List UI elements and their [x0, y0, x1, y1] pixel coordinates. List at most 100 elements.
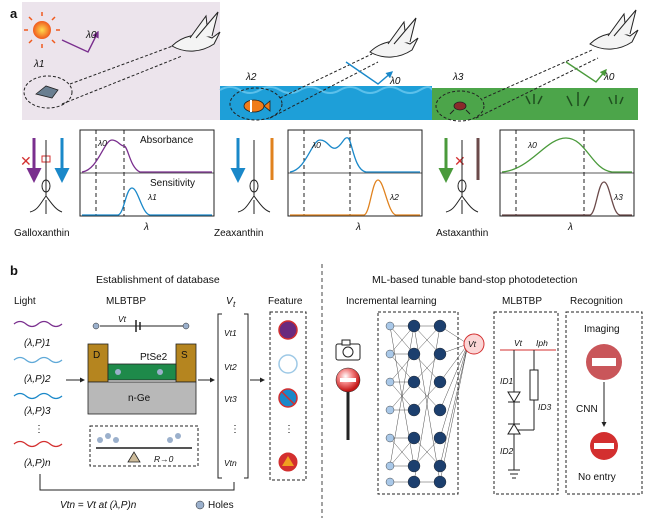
col-device: MLBTBP	[106, 296, 146, 307]
ptse2-label: PtSe2	[140, 352, 168, 363]
circuit-id3: ID3	[538, 402, 552, 412]
sightline-1b	[61, 55, 183, 105]
mlbtbp-title: MLBTBP	[502, 296, 542, 307]
col-light: Light	[14, 296, 36, 307]
wave-blue-light	[13, 356, 63, 364]
no-entry-icon	[590, 432, 618, 460]
lambda0-label-1: λ0	[85, 30, 97, 41]
spectrum-plot-3: λ0 λ3	[499, 129, 635, 217]
target-highlight-3	[435, 90, 485, 122]
lambda0-label-3: λ0	[603, 72, 615, 83]
input-1: (λ,P)1	[24, 338, 51, 349]
holes-icon	[195, 500, 205, 510]
plot2-lambda2: λ2	[389, 192, 399, 202]
output-dots: ⋮	[230, 424, 240, 435]
vt-bracket-left	[217, 313, 222, 479]
device-diagram: Vt D S PtSe2 n-Ge R→0	[87, 314, 199, 467]
plot1-lambda0: λ0	[97, 138, 107, 148]
lambda2-label: λ2	[245, 72, 257, 83]
pigment-zeaxanthin: Zeaxanthin	[214, 228, 263, 239]
grass-background	[432, 88, 638, 120]
feature-box	[269, 311, 307, 481]
bird-icon-3	[589, 9, 639, 50]
feature-2-icon	[278, 354, 298, 374]
wave-red	[13, 440, 63, 448]
circuit-id1: ID1	[500, 376, 514, 386]
stop-sign-icon	[335, 367, 361, 440]
pixelated-no-entry-icon	[586, 344, 622, 380]
cone-cell-2	[230, 138, 274, 214]
lambda1-label: λ1	[33, 59, 44, 70]
bird-icon-1	[171, 11, 221, 52]
panel-a: a λ0 λ1	[10, 2, 639, 239]
sun-icon	[33, 21, 51, 39]
output-n: Vtn	[224, 458, 237, 468]
pigment-astaxanthin: Astaxanthin	[436, 228, 488, 239]
plot1-lambda1: λ1	[147, 192, 157, 202]
feature-n-icon	[278, 452, 298, 472]
feature-3-icon	[278, 388, 298, 408]
pigment-galloxanthin: Galloxanthin	[14, 228, 70, 239]
input-dots: ⋮	[34, 424, 44, 435]
input-n: (λ,P)n	[24, 458, 51, 469]
output-2: Vt2	[224, 362, 237, 372]
drain-label: D	[93, 350, 100, 361]
col-vt: V	[226, 296, 234, 307]
output-3: Vt3	[224, 394, 237, 404]
left-title: Establishment of database	[96, 274, 220, 286]
fish-icon	[243, 99, 271, 113]
wave-blue	[13, 392, 63, 400]
recognition-box	[565, 311, 643, 495]
spectrum-plot-2: λ0 λ2	[287, 129, 423, 217]
nn-hidden-nodes	[407, 319, 447, 489]
target-highlight-2	[229, 87, 283, 121]
lambda-axis-3: λ	[567, 222, 573, 233]
target-highlight-1	[23, 75, 73, 109]
nn-box	[377, 311, 459, 495]
circuit-diagram	[500, 349, 556, 479]
holes-label: Holes	[208, 500, 234, 511]
camera-icon	[335, 339, 361, 361]
input-2: (λ,P)2	[24, 374, 51, 385]
insect-icon	[449, 101, 471, 115]
feature-1-icon	[278, 320, 298, 340]
grass-tufts-icon	[525, 92, 624, 107]
circuit-iph: Iph	[536, 338, 548, 348]
nn-input-nodes	[385, 321, 395, 487]
plot3-lambda0: λ0	[527, 140, 537, 150]
sightline-3b	[475, 57, 599, 119]
panel-b-label: b	[10, 263, 18, 278]
vt-bracket-right	[244, 313, 249, 479]
light-ray-c	[565, 61, 607, 83]
vt-output-node	[463, 333, 485, 355]
wave-purple	[13, 320, 63, 328]
panel-b: b Establishment of database ML-based tun…	[10, 263, 643, 518]
block-x-icon-3: ✕	[454, 153, 466, 169]
cone-cell-1: ✕	[20, 138, 70, 214]
sky-background-left	[22, 2, 220, 120]
circuit-box	[493, 311, 559, 495]
vt-node-label: Vt	[468, 339, 477, 349]
feature-dots: ⋮	[284, 424, 294, 435]
sightline-1	[69, 43, 179, 85]
block-x-icon-1: ✕	[20, 153, 32, 169]
feedback-line	[39, 474, 235, 491]
no-entry-label: No entry	[578, 472, 616, 483]
panel-a-label: a	[10, 6, 18, 21]
light-ray-a	[61, 30, 99, 53]
right-title: ML-based tunable band-stop photodetectio…	[372, 274, 578, 286]
imaging-label: Imaging	[584, 324, 620, 335]
water-waves	[219, 86, 433, 94]
lambda0-label-2: λ0	[389, 76, 401, 87]
moth-icon	[35, 85, 59, 99]
sun-rays-icon	[24, 12, 60, 48]
equation: Vtn = Vt at (λ,P)n	[60, 500, 137, 511]
col-vt-sub: t	[233, 299, 236, 309]
r-label: R→0	[154, 454, 174, 464]
cone-cell-3: ✕	[438, 138, 480, 214]
incremental-title: Incremental learning	[346, 296, 437, 307]
plot3-lambda3: λ3	[613, 192, 623, 202]
absorbance-label: Absorbance	[140, 135, 194, 146]
circuit-vt: Vt	[514, 338, 523, 348]
